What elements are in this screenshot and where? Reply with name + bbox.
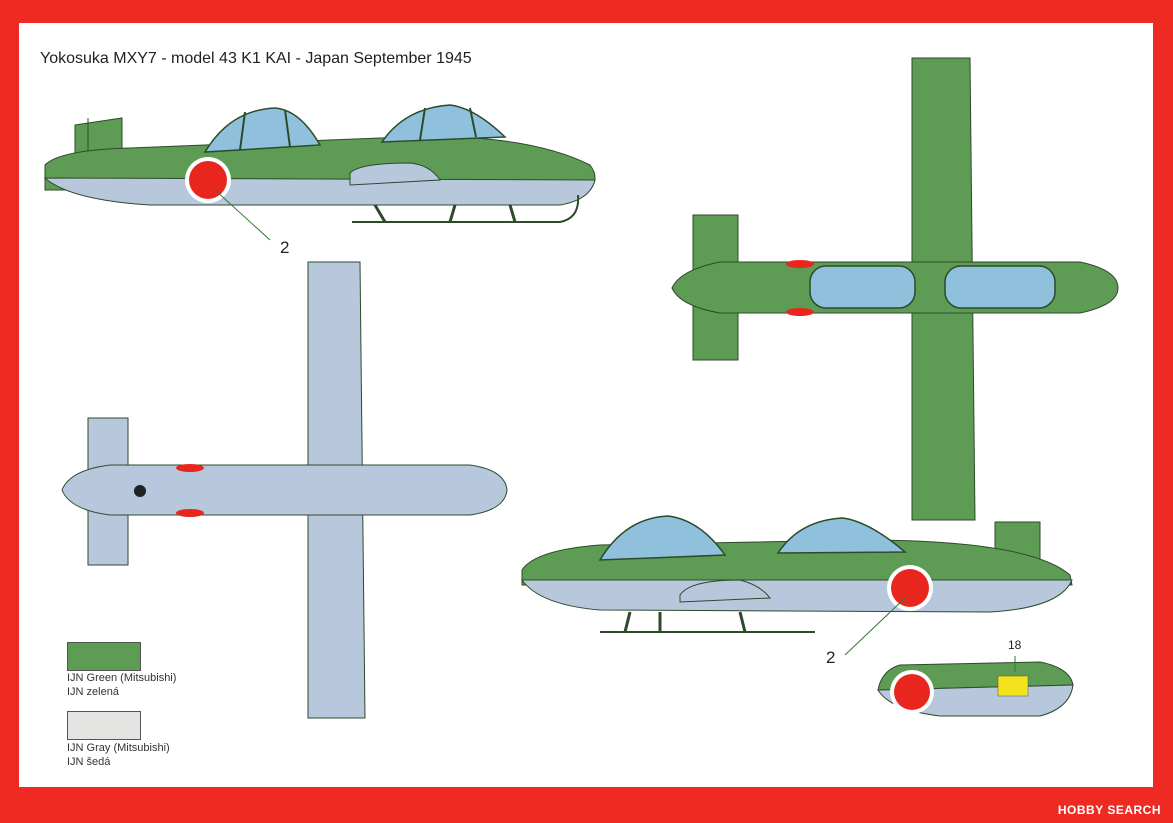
canopy-rear (380, 104, 507, 143)
bottom-view-left (61, 261, 508, 719)
legend-swatch-gray (67, 711, 141, 740)
cockpit-front (809, 265, 916, 309)
legend-label: IJN Green (Mitsubishi) (67, 672, 177, 684)
watermark: HOBBY SEARCH (1057, 803, 1161, 817)
legend-swatch-green (67, 642, 141, 671)
legend-label-czech: IJN zelená (67, 686, 119, 698)
fuselage-lower (43, 177, 596, 206)
engine-pod-right (679, 579, 771, 603)
stencil-decal (997, 675, 1029, 697)
engine-pod (349, 162, 441, 186)
page-title: Yokosuka MXY7 - model 43 K1 KAI - Japan … (40, 50, 472, 67)
callout-decal-18: 18 (1008, 638, 1022, 652)
legend-label: IJN Gray (Mitsubishi) (67, 742, 170, 754)
cockpit-rear (944, 265, 1056, 309)
side-view-left (43, 104, 596, 241)
top-view-right (671, 57, 1119, 521)
callout-decal-2-top: 2 (280, 238, 290, 257)
fuselage-bottom (61, 464, 508, 516)
nose-detail (877, 656, 1074, 717)
legend-item-green: IJN Green (Mitsubishi) IJN zelená (67, 671, 176, 699)
landing-skid (352, 194, 580, 223)
legend-label-czech: IJN šedá (67, 756, 111, 768)
canopy-rear-right (776, 517, 908, 554)
fuselage-upper (44, 136, 596, 191)
canopy-front-right (598, 515, 727, 561)
side-view-right (521, 515, 1073, 656)
callout-decal-2-bottom: 2 (826, 648, 836, 667)
canopy-front (203, 107, 322, 153)
fuselage-lower-right (521, 579, 1073, 613)
legend-item-gray: IJN Gray (Mitsubishi) IJN šedá (67, 741, 170, 769)
